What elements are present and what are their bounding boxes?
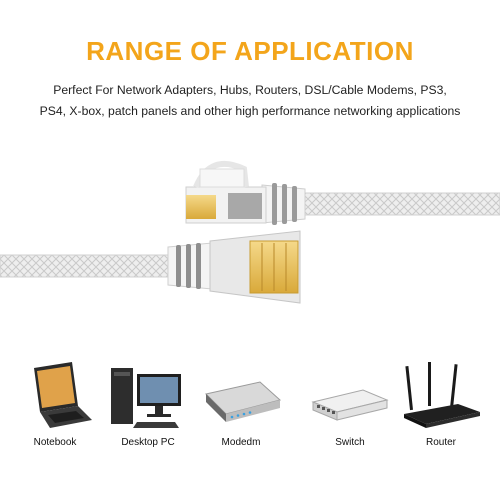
device-switch: Switch [305, 360, 395, 480]
device-router: Router [396, 360, 486, 480]
device-desktop-pc: Desktop PC [103, 360, 193, 480]
device-notebook: Notebook [10, 360, 100, 480]
device-modem: Modedm [196, 360, 286, 480]
switch-icon [311, 389, 389, 421]
device-label: Notebook [33, 437, 77, 448]
description-line-2: PS4, X-box, patch panels and other high … [39, 104, 461, 118]
device-label: Desktop PC [121, 437, 175, 448]
description-line-1: Perfect For Network Adapters, Hubs, Rout… [53, 83, 447, 97]
device-list: Notebook Desktop PC Modedm [0, 360, 500, 480]
ethernet-cable-illustration [0, 160, 500, 304]
router-icon [404, 362, 480, 428]
device-label: Router [425, 437, 456, 448]
section-title: RANGE OF APPLICATION [86, 36, 414, 66]
lower-cable [0, 230, 301, 304]
upper-cable [185, 160, 500, 225]
device-label: Modedm [221, 437, 261, 448]
desktop-pc-icon [111, 368, 181, 428]
laptop-icon [34, 362, 92, 428]
description: Perfect For Network Adapters, Hubs, Rout… [10, 80, 490, 122]
modem-icon [205, 381, 282, 422]
device-label: Switch [335, 437, 365, 448]
cable-product-image [0, 155, 500, 340]
